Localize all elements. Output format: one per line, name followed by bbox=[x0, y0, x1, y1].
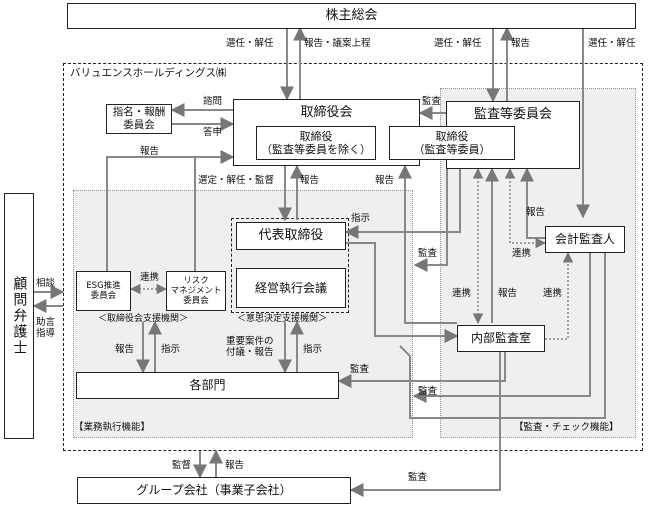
departments-box: 各部門 bbox=[76, 372, 339, 399]
edge-label-cooperate: 連携 bbox=[512, 248, 532, 259]
decision-support-caption: ＜意思決定支援機関＞ bbox=[237, 314, 328, 324]
edge-label-audit: 監査 bbox=[418, 386, 438, 397]
edge-label-report: 報告 bbox=[115, 344, 135, 355]
accounting-auditor-box: 会計監査人 bbox=[545, 226, 625, 253]
edge-label-report: 報告 bbox=[526, 207, 546, 218]
edge-label-audit: 監査 bbox=[408, 472, 428, 483]
risk-management-committee-box: リスク マネジメント 委員会 bbox=[166, 271, 226, 311]
edge-label-report: 報告 bbox=[300, 175, 320, 186]
company-name-label: バリュエンスホールディングス㈱ bbox=[70, 67, 227, 79]
management-meeting-box: 経営執行会議 bbox=[236, 268, 346, 308]
edge-label-appoint-dismiss: 選任・解任 bbox=[588, 38, 636, 49]
edge-label-audit: 監査 bbox=[418, 248, 438, 259]
nomination-compensation-committee-box: 指名・報酬 委員会 bbox=[106, 104, 172, 134]
edge-label-answer: 答申 bbox=[203, 127, 223, 138]
edge-label-cooperate: 連携 bbox=[543, 288, 563, 299]
edge-label-report: 報告 bbox=[511, 38, 531, 49]
business-execution-caption: 【業務執行機能】 bbox=[74, 422, 151, 433]
edge-label-instruct: 指示 bbox=[303, 344, 323, 355]
edge-label-cooperate: 連携 bbox=[140, 272, 160, 283]
edge-label-report: 報告 bbox=[375, 175, 395, 186]
edge-label-audit: 監査 bbox=[422, 96, 442, 107]
edge-label-appoint-dismiss: 選任・解任 bbox=[226, 38, 274, 49]
shareholders-meeting-box: 株主総会 bbox=[67, 3, 636, 29]
edge-label-consult: 諮問 bbox=[203, 96, 223, 107]
internal-audit-office-box: 内部監査室 bbox=[457, 325, 545, 352]
edge-label-report-agenda: 報告・議案上程 bbox=[304, 38, 371, 49]
board-title: 取締役会 bbox=[300, 105, 353, 120]
legal-advisor-box: 顧問弁護士 bbox=[4, 193, 34, 439]
edge-label-select-dismiss-supervise: 選定・解任・監督 bbox=[198, 175, 275, 186]
audit-check-caption: 【監査・チェック機能】 bbox=[514, 422, 619, 433]
edge-label-report: 報告 bbox=[225, 460, 245, 471]
edge-label-report: 報告 bbox=[140, 146, 160, 157]
edge-label-instruct: 指示 bbox=[351, 213, 371, 224]
edge-label-advice-guidance: 助言 指導 bbox=[36, 317, 56, 339]
company-boundary bbox=[63, 63, 643, 451]
edge-label-cooperate: 連携 bbox=[452, 288, 472, 299]
legal-advisor-label: 顧問弁護士 bbox=[11, 276, 28, 356]
edge-label-report: 報告 bbox=[498, 288, 518, 299]
edge-label-consult: 相談 bbox=[36, 278, 56, 289]
edge-label-important-matters: 重要案件の 付議・報告 bbox=[226, 336, 274, 358]
board-support-caption: ＜取締役会支援機関＞ bbox=[98, 314, 189, 324]
edge-label-audit: 監査 bbox=[350, 364, 370, 375]
audit-committee-title: 監査等委員会 bbox=[473, 107, 552, 122]
edge-label-instruct: 指示 bbox=[161, 344, 181, 355]
representative-director-box: 代表取締役 bbox=[236, 222, 346, 250]
group-companies-box: グループ会社（事業子会社） bbox=[77, 477, 351, 504]
directors-audit-box: 取締役 （監査等委員） bbox=[389, 126, 515, 160]
edge-label-appoint-dismiss: 選任・解任 bbox=[434, 38, 482, 49]
directors-non-audit-box: 取締役 （監査等委員を除く） bbox=[256, 126, 376, 160]
esg-committee-box: ESG推進 委員会 bbox=[76, 271, 131, 311]
edge-label-supervise: 監督 bbox=[172, 460, 192, 471]
